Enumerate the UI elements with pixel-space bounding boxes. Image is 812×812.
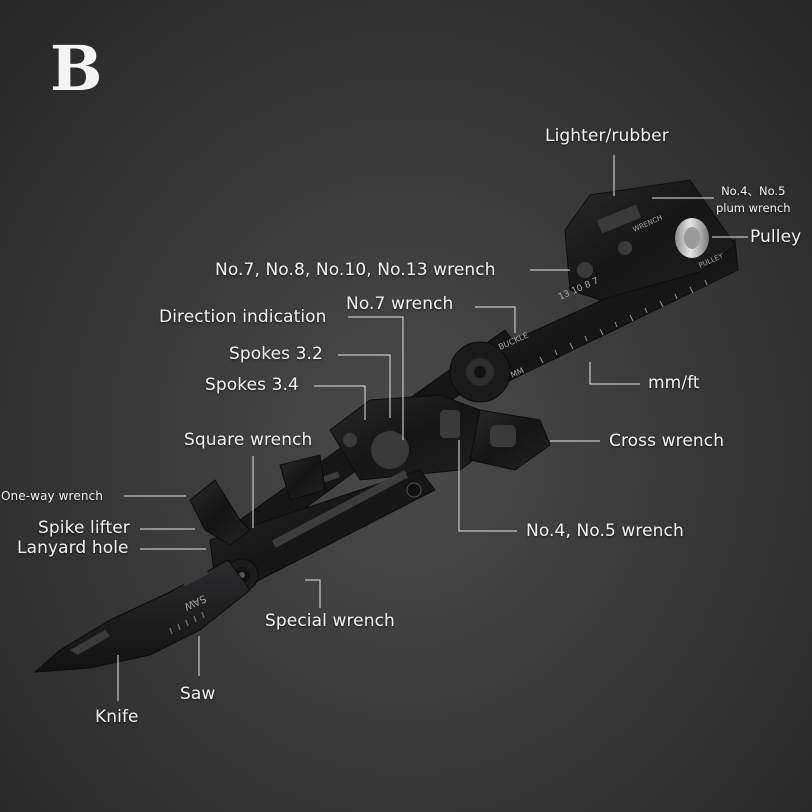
- label-lighter-rubber: Lighter/rubber: [545, 126, 669, 146]
- label-one-way-wrench: One-way wrench: [1, 489, 103, 503]
- label-plum-wrench: No.4、No.5 plum wrench: [716, 183, 791, 217]
- label-spokes-3-2: Spokes 3.2: [229, 344, 323, 364]
- knife-blade: [33, 559, 251, 673]
- label-no4-no5-wrench: No.4, No.5 wrench: [526, 521, 684, 541]
- label-direction-indication: Direction indication: [159, 307, 327, 327]
- label-square-wrench: Square wrench: [184, 430, 313, 450]
- label-spike-lifter: Spike lifter: [38, 518, 130, 538]
- leader-lines: [117, 155, 748, 701]
- label-no7-wrench: No.7 wrench: [346, 294, 454, 314]
- label-special-wrench: Special wrench: [265, 611, 395, 631]
- label-plum-wrench-line1: No.4、No.5: [721, 184, 786, 198]
- label-cross-wrench: Cross wrench: [609, 431, 725, 451]
- label-lanyard-hole: Lanyard hole: [17, 538, 129, 558]
- variant-badge: B: [50, 32, 103, 105]
- tool-arm: [189, 179, 739, 592]
- label-knife: Knife: [95, 707, 139, 727]
- label-saw: Saw: [180, 684, 216, 704]
- pulley-icon: [675, 218, 709, 258]
- label-mm-ft: mm/ft: [648, 373, 700, 393]
- label-plum-wrench-line2: plum wrench: [716, 201, 791, 215]
- label-spokes-3-4: Spokes 3.4: [205, 375, 299, 395]
- label-no7-8-10-13-wrench: No.7, No.8, No.10, No.13 wrench: [215, 260, 496, 280]
- label-pulley: Pulley: [750, 227, 802, 247]
